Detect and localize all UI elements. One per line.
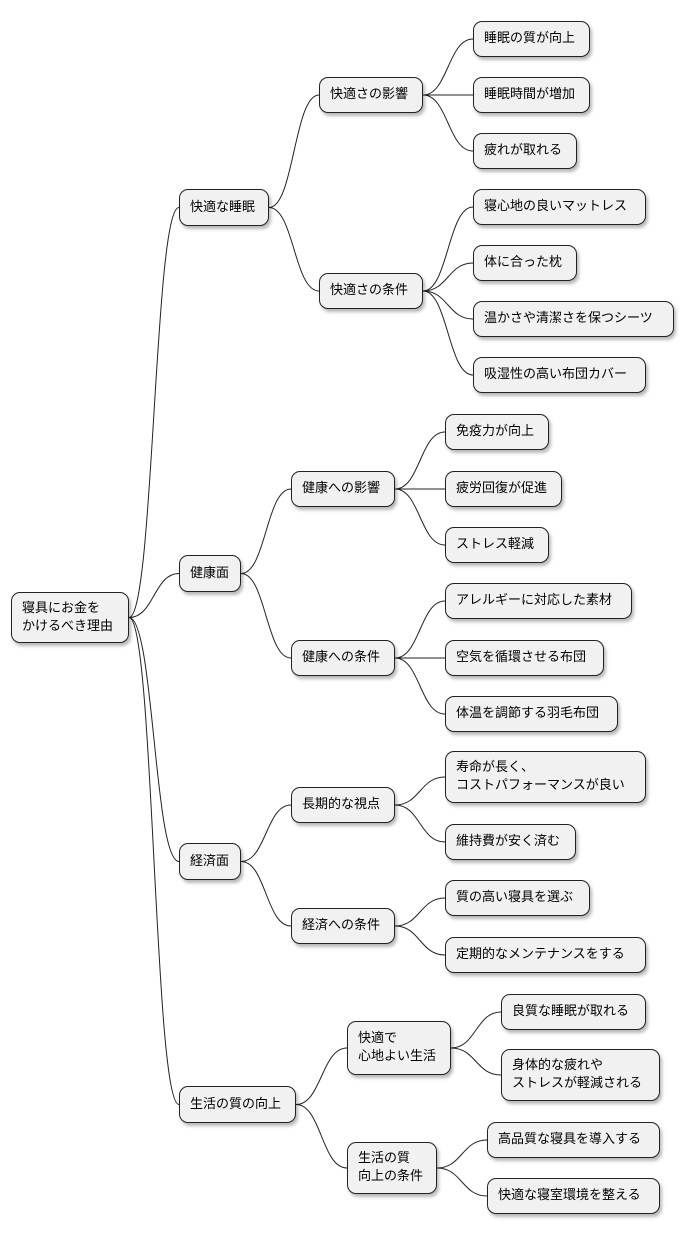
- branch-node: 快適な睡眠: [179, 189, 269, 226]
- connector: [394, 776, 446, 806]
- leaf-node: 高品質な寝具を導入する: [487, 1122, 660, 1158]
- connector: [240, 573, 292, 659]
- connector: [422, 290, 474, 376]
- sub-branch-node: 生活の質 向上の条件: [347, 1142, 437, 1194]
- connector: [128, 617, 180, 1105]
- connector: [394, 488, 446, 546]
- leaf-node: 疲れが取れる: [473, 133, 577, 169]
- leaf-node: 睡眠時間が増加: [473, 77, 590, 113]
- connector: [128, 207, 180, 618]
- leaf-node: アレルギーに対応した素材: [445, 583, 632, 619]
- connector: [450, 1047, 502, 1076]
- leaf-node: 体に合った枕: [473, 245, 577, 281]
- sub-branch-node: 健康への影響: [291, 471, 395, 507]
- sub-branch-node: 快適で 心地よい生活: [347, 1021, 451, 1075]
- leaf-node: ストレス軽減: [445, 527, 549, 563]
- connector: [128, 573, 180, 618]
- branch-node: 経済面: [179, 843, 241, 880]
- leaf-node: 睡眠の質が向上: [473, 21, 590, 57]
- connector: [422, 290, 474, 320]
- leaf-node: 空気を循環させる布団: [445, 640, 604, 676]
- connector: [268, 207, 320, 292]
- connector: [394, 431, 446, 490]
- connector: [240, 861, 292, 927]
- connector: [394, 925, 446, 956]
- leaf-node: 身体的な疲れや ストレスが軽減される: [501, 1049, 660, 1101]
- leaf-node: 疲労回復が促進: [445, 471, 562, 507]
- connector: [422, 94, 474, 152]
- leaf-node: 維持費が安く済む: [445, 824, 576, 860]
- connector: [422, 38, 474, 96]
- connector: [394, 600, 446, 659]
- leaf-node: 免疫力が向上: [445, 414, 549, 450]
- connector: [240, 488, 292, 574]
- sub-branch-node: 健康への条件: [291, 640, 395, 676]
- connector: [394, 804, 446, 843]
- leaf-node: 寝心地の良いマットレス: [473, 189, 646, 225]
- leaf-node: 快適な寝室環境を整える: [487, 1178, 660, 1214]
- connector: [128, 617, 180, 862]
- branch-node: 健康面: [179, 555, 241, 592]
- connector: [295, 1047, 348, 1105]
- connector: [240, 804, 292, 862]
- connector: [394, 897, 446, 927]
- leaf-node: 定期的なメンテナンスをする: [445, 937, 646, 973]
- leaf-node: 温かさや清潔さを保つシーツ: [473, 301, 674, 337]
- leaf-node: 体温を調節する羽毛布団: [445, 696, 618, 732]
- leaf-node: 寿命が長く、 コストパフォーマンスが良い: [445, 751, 646, 803]
- leaf-node: 質の高い寝具を選ぶ: [445, 880, 590, 916]
- branch-node: 生活の質の向上: [179, 1086, 296, 1123]
- connector: [295, 1104, 348, 1169]
- connector: [436, 1139, 488, 1169]
- connector: [268, 94, 320, 208]
- sub-branch-node: 長期的な視点: [291, 787, 395, 823]
- connector: [422, 206, 474, 292]
- sub-branch-node: 快適さの条件: [319, 273, 423, 309]
- connector: [450, 1011, 502, 1049]
- connector: [436, 1167, 488, 1197]
- sub-branch-node: 快適さの影響: [319, 77, 423, 113]
- root-node: 寝具にお金を かけるべき理由: [11, 592, 129, 643]
- leaf-node: 吸湿性の高い布団カバー: [473, 357, 646, 393]
- leaf-node: 良質な睡眠が取れる: [501, 994, 646, 1030]
- connector: [394, 657, 446, 715]
- sub-branch-node: 経済への条件: [291, 908, 395, 944]
- connector: [422, 262, 474, 292]
